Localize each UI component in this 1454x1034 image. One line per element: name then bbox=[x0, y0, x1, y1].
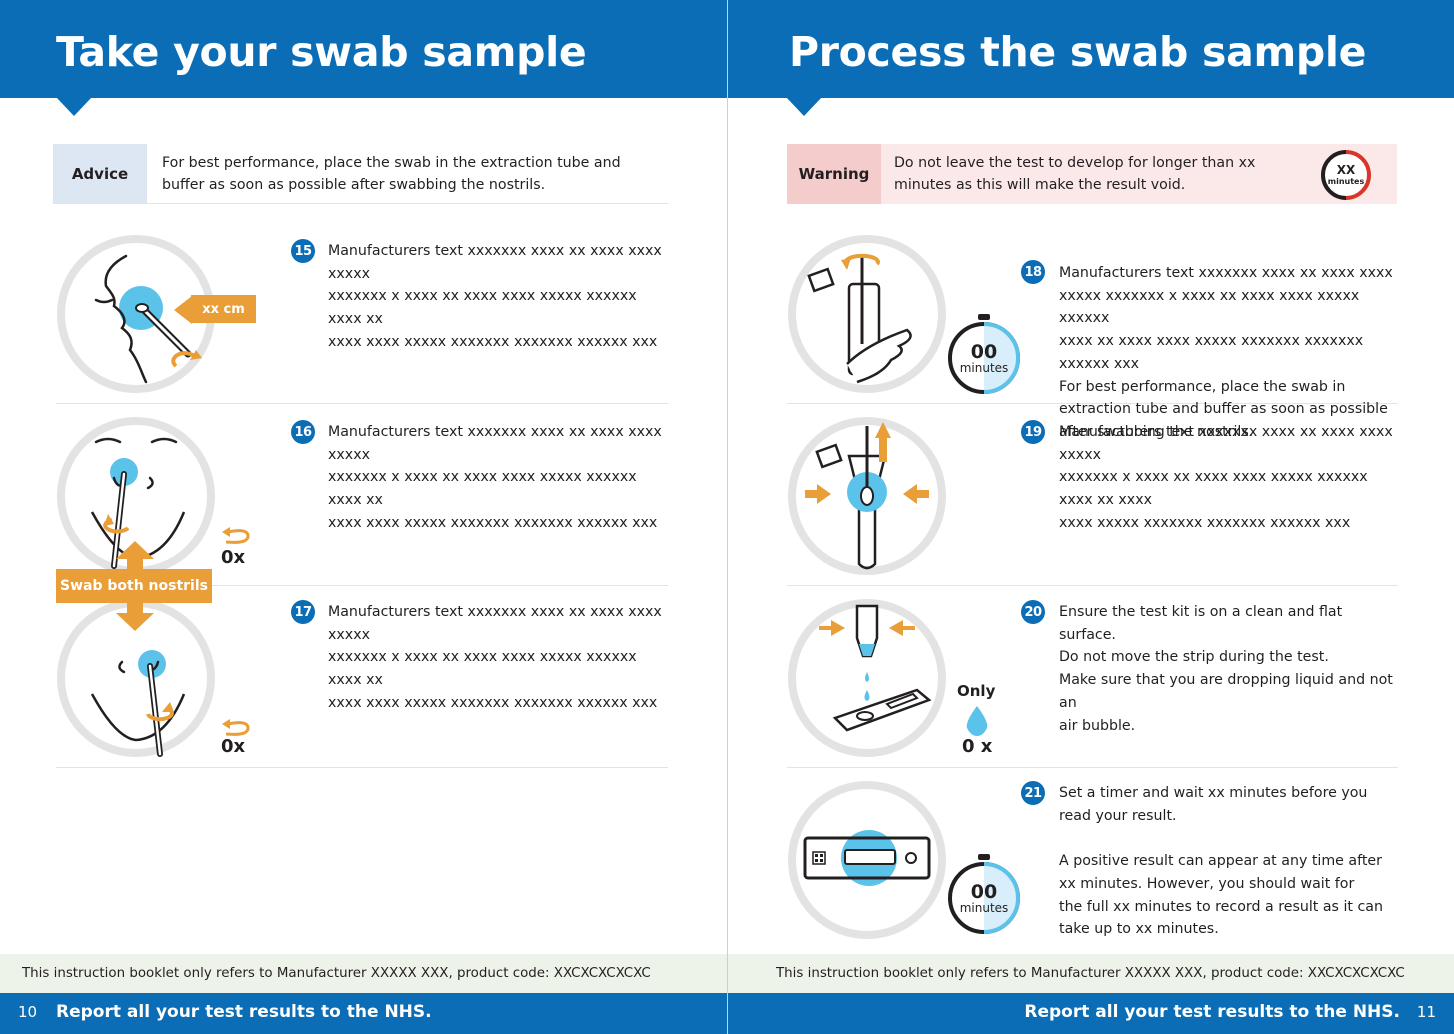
advice-text: For best performance, place the swab in … bbox=[162, 155, 621, 193]
step-17: 0x 17 Manufacturers text xxxxxxx xxxx xx… bbox=[56, 586, 668, 768]
step-text: Manufacturers text xxxxxxx xxxx xx xxxx … bbox=[1059, 424, 1393, 531]
only-label: Only bbox=[957, 682, 996, 700]
swab-into-tube-illustration bbox=[788, 235, 946, 393]
page-number: 11 bbox=[1416, 1003, 1436, 1021]
step-number: 18 bbox=[1021, 260, 1045, 284]
rotate-icon bbox=[222, 719, 250, 736]
step-number: 19 bbox=[1021, 420, 1045, 444]
step-text: Manufacturers text xxxxxxx xxxx xx xxxx … bbox=[328, 604, 662, 711]
timer-unit: minutes bbox=[960, 901, 1009, 915]
step-text: Manufacturers text xxxxxxx xxxx xx xxxx … bbox=[328, 424, 662, 531]
footnote: This instruction booklet only refers to … bbox=[0, 954, 727, 993]
advice-callout: Advice For best performance, place the s… bbox=[53, 144, 668, 204]
footer-slogan: Report all your test results to the NHS. bbox=[1024, 1002, 1400, 1022]
timer-badge-icon: XX minutes bbox=[1321, 150, 1371, 200]
step-number: 17 bbox=[291, 600, 315, 624]
page-title: Take your swab sample bbox=[56, 28, 587, 76]
step-18: 00 minutes 18 Manufacturers text xxxxxxx… bbox=[787, 222, 1398, 440]
advice-tag: Advice bbox=[53, 144, 147, 204]
drop-on-test-strip-illustration bbox=[788, 599, 946, 757]
timer-value: 00 bbox=[971, 341, 997, 363]
drop-icon bbox=[966, 706, 988, 736]
nose-swab-other-nostril-illustration bbox=[57, 599, 215, 757]
step-number: 16 bbox=[291, 420, 315, 444]
page-right: Process the swab sample Warning Do not l… bbox=[727, 0, 1454, 1034]
header-notch bbox=[786, 97, 822, 116]
timer-unit: minutes bbox=[960, 361, 1009, 375]
arrow-down-icon bbox=[116, 603, 154, 631]
step-text: Manufacturers text xxxxxxx xxxx xx xxxx … bbox=[1059, 265, 1393, 440]
footnote: This instruction booklet only refers to … bbox=[728, 954, 1454, 993]
step-16: 0x 16 Manufacturers text xxxxxxx xxxx xx… bbox=[56, 404, 668, 586]
warning-tag: Warning bbox=[787, 144, 881, 204]
timer-badge-unit: minutes bbox=[1328, 177, 1365, 186]
page-header: Process the swab sample bbox=[728, 0, 1454, 98]
timer-value: 00 bbox=[971, 881, 997, 903]
rotate-icon bbox=[222, 527, 250, 544]
arrow-up-icon bbox=[116, 541, 154, 571]
step-number: 21 bbox=[1021, 781, 1045, 805]
step-19: 19 Manufacturers text xxxxxxx xxxx xx xx… bbox=[787, 404, 1398, 586]
warning-callout: Warning Do not leave the test to develop… bbox=[787, 144, 1397, 204]
step-number: 15 bbox=[291, 239, 315, 263]
stopwatch-icon: 00 minutes bbox=[948, 854, 1020, 934]
warning-text: Do not leave the test to develop for lon… bbox=[894, 155, 1256, 193]
swab-both-nostrils-banner: Swab both nostrils bbox=[56, 569, 212, 603]
step-text: Manufacturers text xxxxxxx xxxx xx xxxx … bbox=[328, 243, 662, 350]
nose-swab-front-illustration bbox=[57, 417, 215, 575]
page-footer: 10 Report all your test results to the N… bbox=[0, 993, 727, 1034]
page-header: Take your swab sample bbox=[0, 0, 727, 98]
step-text: Set a timer and wait xx minutes before y… bbox=[1059, 785, 1383, 938]
step-21: 00 minutes 21 Set a timer and wait xx mi… bbox=[787, 768, 1398, 950]
squeeze-tube-illustration bbox=[788, 417, 946, 575]
page-number: 10 bbox=[18, 1003, 38, 1021]
rotation-count: 0x bbox=[221, 736, 246, 757]
drop-count: 0 x bbox=[962, 736, 993, 757]
test-cassette-illustration bbox=[788, 781, 946, 939]
page-title: Process the swab sample bbox=[789, 28, 1367, 76]
rotation-count: 0x bbox=[221, 547, 246, 568]
step-text: Ensure the test kit is on a clean and fl… bbox=[1059, 604, 1393, 734]
step-number: 20 bbox=[1021, 600, 1045, 624]
page-left: Take your swab sample Advice For best pe… bbox=[0, 0, 727, 1034]
timer-badge-value: XX bbox=[1337, 163, 1356, 177]
step-20: Only 0 x 20 Ensure the test kit is on a … bbox=[787, 586, 1398, 768]
step-15: xx cm 15 Manufacturers text xxxxxxx xxxx… bbox=[56, 222, 668, 404]
distance-badge: xx cm bbox=[191, 295, 256, 323]
footer-slogan: Report all your test results to the NHS. bbox=[56, 1002, 432, 1022]
page-footer: Report all your test results to the NHS.… bbox=[728, 993, 1454, 1034]
stopwatch-icon: 00 minutes bbox=[948, 314, 1020, 394]
header-notch bbox=[56, 97, 92, 116]
